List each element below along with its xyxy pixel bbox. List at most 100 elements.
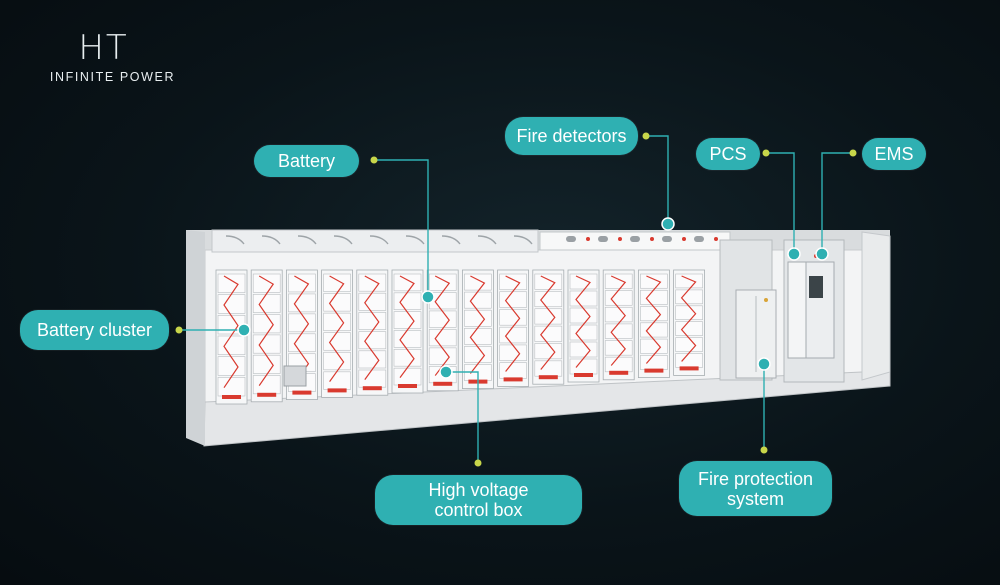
battery-module — [323, 312, 351, 331]
battery-module — [569, 273, 598, 290]
battery-module — [675, 273, 703, 289]
battery-module — [604, 323, 633, 339]
rack-base-strip — [538, 375, 558, 380]
battery-module — [640, 306, 668, 322]
battery-module — [675, 353, 703, 368]
control-box-target-dot — [439, 365, 453, 379]
battery-module — [534, 291, 563, 308]
battery-cable — [540, 275, 556, 370]
callout-high-voltage-control-box: High voltage control box — [375, 475, 582, 525]
battery-module — [393, 273, 422, 292]
battery-rack — [461, 269, 494, 389]
battery-module — [569, 341, 598, 358]
rack-base-strip — [257, 392, 277, 397]
battery-module — [323, 371, 351, 390]
battery-module — [252, 334, 281, 354]
battery-rack — [356, 269, 389, 396]
battery-module — [428, 347, 457, 365]
callout-battery: Battery — [254, 145, 359, 177]
battery-module — [534, 343, 563, 360]
battery-module — [499, 291, 527, 308]
callout-battery-label: Battery — [277, 151, 336, 171]
control-box-module — [283, 365, 307, 387]
fire-protection-marker-dot — [760, 446, 768, 454]
fire-protection-cabinet — [719, 239, 777, 381]
battery-module — [217, 377, 246, 397]
ems-target-dot — [815, 247, 829, 261]
battery-module — [393, 367, 422, 386]
battery-module — [217, 335, 246, 355]
battery-cable — [680, 275, 697, 362]
ems-marker-dot — [849, 149, 857, 157]
battery-cable — [610, 275, 627, 366]
battery-module — [428, 273, 457, 291]
control-box-marker-dot — [474, 459, 482, 467]
battery-module — [534, 360, 563, 377]
battery-module — [499, 362, 527, 379]
rack-base-strip — [433, 381, 453, 386]
battery-module — [358, 292, 387, 311]
battery-module — [393, 311, 422, 329]
duct-vent — [261, 235, 281, 245]
logo-tagline: INFINITE POWER — [49, 70, 176, 84]
rack-base-strip — [327, 388, 347, 393]
battery-module — [604, 340, 633, 356]
battery-module — [217, 356, 246, 376]
battery-module — [252, 375, 281, 395]
leader-lines — [179, 135, 853, 463]
callout-pcs: PCS — [696, 138, 760, 170]
battery-module — [217, 294, 246, 314]
battery-cable — [504, 275, 521, 372]
battery-cable — [469, 275, 486, 374]
rack-base-strip — [503, 377, 523, 382]
rack-base-strip — [362, 386, 382, 391]
battery-module — [604, 356, 633, 373]
duct-vent — [441, 235, 461, 245]
battery-module — [358, 312, 387, 330]
battery-module — [358, 273, 387, 292]
callout-battery-cluster-label: Battery cluster — [36, 320, 153, 340]
battery-module — [393, 349, 422, 367]
fire-detector-led — [586, 237, 590, 241]
battery-cable — [258, 275, 275, 386]
battery-module — [569, 290, 598, 307]
battery-cable — [223, 275, 239, 389]
leader-markers — [175, 132, 857, 467]
battery-module — [288, 333, 316, 353]
battery-module — [534, 308, 563, 325]
battery-module — [640, 289, 668, 305]
battery-module — [358, 369, 387, 388]
pcs-ems-cabinets — [783, 239, 845, 383]
callout-battery-cluster: Battery cluster — [20, 310, 169, 350]
battery-module — [252, 293, 281, 313]
battery-module — [569, 307, 598, 324]
battery-module — [323, 332, 351, 351]
battery-module — [464, 327, 492, 345]
fire-detector-led — [650, 237, 654, 241]
callout-fire-protection-system-label: Fire protection system — [697, 468, 814, 509]
battery-module — [358, 331, 387, 350]
rack-base-strip — [398, 384, 417, 388]
duct-vent — [513, 235, 533, 245]
battery-module — [675, 337, 703, 352]
battery-module — [393, 330, 422, 348]
battery-cluster-target-dot — [237, 323, 251, 337]
battery-module — [604, 290, 633, 306]
battery-module — [569, 324, 598, 341]
battery-rack — [638, 269, 670, 378]
battery-rack — [215, 269, 248, 405]
battery-racks — [215, 269, 705, 405]
battery-module — [464, 346, 492, 363]
battery-target-dot — [421, 290, 435, 304]
battery-cable — [364, 275, 380, 380]
battery-module — [323, 351, 351, 371]
battery-module — [499, 326, 527, 344]
detector-vent — [566, 236, 576, 242]
duct-vent — [477, 235, 497, 245]
battery-cluster-marker-dot — [175, 326, 183, 334]
battery-rack — [250, 269, 283, 403]
battery-module — [675, 321, 703, 336]
battery-module — [569, 358, 598, 375]
rack-base-strip — [609, 370, 629, 375]
